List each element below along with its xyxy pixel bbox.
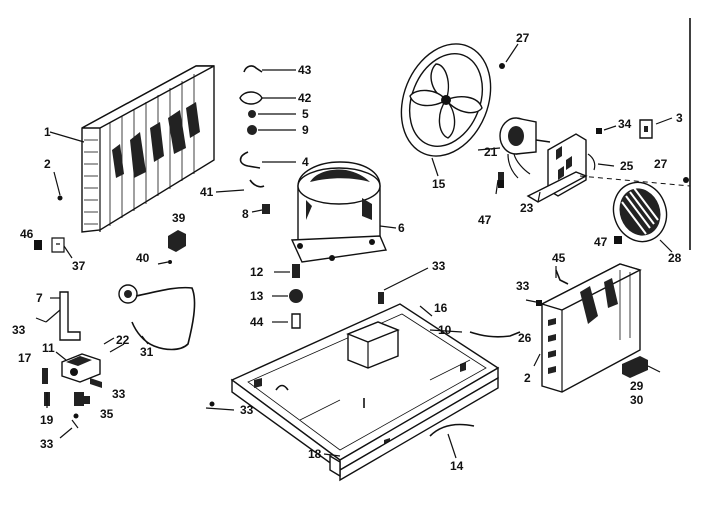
clip-46 (34, 240, 42, 250)
callout-37: 37 (72, 259, 86, 273)
callout-44: 44 (250, 315, 264, 329)
callout-4: 4 (302, 155, 309, 169)
fan-motor-21 (499, 117, 551, 179)
knob-29 (622, 356, 648, 378)
callout-27: 27 (654, 157, 668, 171)
callout-33: 33 (12, 323, 26, 337)
callout-14: 14 (450, 459, 464, 473)
tube-41 (249, 179, 265, 188)
callout-22: 22 (116, 333, 130, 347)
callout-11: 11 (42, 341, 55, 355)
callout-33: 33 (240, 403, 254, 417)
callout-17: 17 (18, 351, 32, 365)
callout-2: 2 (44, 157, 51, 171)
condenser-fan-15 (400, 43, 492, 157)
screw-27 (499, 63, 505, 69)
callout-16: 16 (434, 301, 448, 315)
drain-14 (429, 423, 475, 437)
callout-33: 33 (516, 279, 530, 293)
callout-30: 30 (630, 393, 644, 407)
callout-5: 5 (302, 107, 309, 121)
callout-41: 41 (200, 185, 214, 199)
bracket-45 (555, 269, 569, 285)
callout-25: 25 (620, 159, 634, 173)
callout-21: 21 (484, 145, 498, 159)
sleeve-44 (291, 313, 301, 329)
motor-mount-23 (526, 133, 588, 203)
callout-47: 47 (594, 235, 608, 249)
callout-2: 2 (524, 371, 531, 385)
base-pan-16 (230, 303, 500, 482)
callout-10: 10 (438, 323, 452, 337)
grommet-13 (289, 289, 303, 303)
callout-33: 33 (432, 259, 446, 273)
compressor-6 (290, 161, 388, 263)
callout-46: 46 (20, 227, 34, 241)
callout-27: 27 (516, 31, 530, 45)
callout-9: 9 (302, 123, 309, 137)
callout-34: 34 (618, 117, 632, 131)
grommet-12 (292, 264, 300, 278)
callout-18: 18 (308, 447, 322, 461)
callout-15: 15 (432, 177, 446, 191)
callout-39: 39 (172, 211, 186, 225)
thermostat-31 (118, 284, 196, 351)
screw-2 (57, 195, 63, 201)
blower-wheel-28 (612, 181, 668, 243)
callout-28: 28 (668, 251, 682, 265)
callout-45: 45 (552, 251, 566, 265)
condenser-coil (81, 65, 215, 233)
callout-12: 12 (250, 265, 264, 279)
callout-40: 40 (136, 251, 150, 265)
callout-33: 33 (112, 387, 126, 401)
callout-7: 7 (36, 291, 43, 305)
part-39 (168, 230, 186, 252)
callout-1: 1 (44, 125, 51, 139)
control-panel-26 (540, 263, 642, 393)
callout-31: 31 (140, 345, 154, 359)
callout-6: 6 (398, 221, 405, 235)
tube-4 (239, 151, 261, 169)
callout-42: 42 (298, 91, 312, 105)
callout-29: 29 (630, 379, 644, 393)
part-42 (239, 91, 263, 105)
callout-23: 23 (520, 201, 534, 215)
callout-35: 35 (100, 407, 114, 421)
callout-26: 26 (518, 331, 532, 345)
callout-19: 19 (40, 413, 54, 427)
callout-8: 8 (242, 207, 249, 221)
switch-11 (61, 353, 101, 383)
callout-43: 43 (298, 63, 312, 77)
bracket-7 (59, 291, 81, 341)
callout-33: 33 (40, 437, 54, 451)
part-43 (243, 65, 263, 73)
callout-3: 3 (676, 111, 683, 125)
callout-13: 13 (250, 289, 264, 303)
tube-10 (469, 331, 521, 338)
callout-47: 47 (478, 213, 492, 227)
